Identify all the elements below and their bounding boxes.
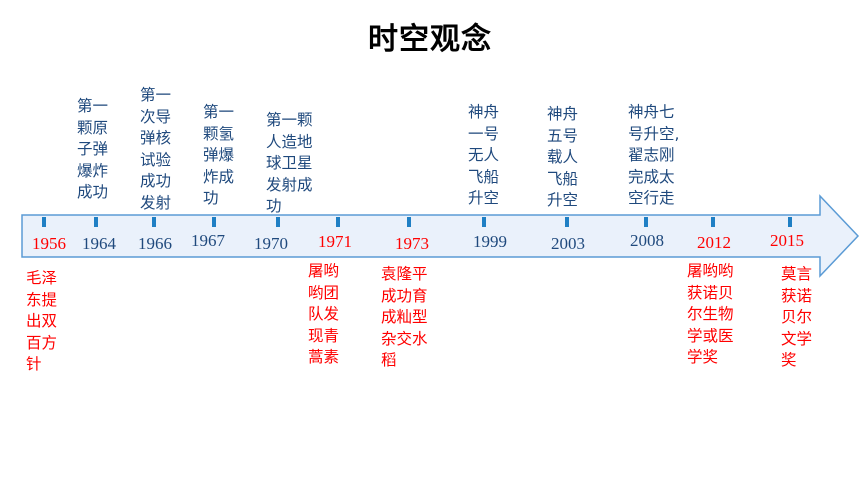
event-note-1964: 第一 颗原 子弹 爆炸 成功: [77, 97, 109, 201]
page-title: 时空观念: [368, 22, 492, 57]
year-label-1999: 1999: [473, 232, 507, 251]
year-label-2008: 2008: [630, 231, 664, 250]
tick-mark-1971: [336, 217, 340, 227]
tick-mark-2015: [788, 217, 792, 227]
event-note-2015: 莫言 获诺 贝尔 文学 奖: [781, 265, 813, 369]
event-note-1967: 第一 颗氢 弹爆 炸成 功: [203, 103, 235, 207]
year-label-1966: 1966: [138, 234, 172, 253]
event-note-2012: 屠哟哟 获诺贝 尔生物 学或医 学奖: [687, 262, 734, 366]
tick-mark-2012: [711, 217, 715, 227]
tick-mark-1967: [212, 217, 216, 227]
event-note-1971: 屠哟 哟团 队发 现青 蒿素: [308, 262, 340, 366]
event-note-1970: 第一颗 人造地 球卫星 发射成 功: [266, 111, 313, 215]
year-label-1973: 1973: [395, 234, 429, 253]
year-label-1970: 1970: [254, 234, 288, 253]
year-label-1964: 1964: [82, 234, 116, 253]
tick-mark-1964: [94, 217, 98, 227]
tick-mark-1973: [407, 217, 411, 227]
tick-mark-1966: [152, 217, 156, 227]
event-note-1956: 毛泽 东提 出双 百方 针: [26, 269, 58, 373]
timeline-arrow: [21, 194, 860, 278]
tick-mark-2008: [644, 217, 648, 227]
event-note-2008: 神舟七 号升空, 翟志刚 完成太 空行走: [628, 103, 680, 207]
year-label-1971: 1971: [318, 232, 352, 251]
year-label-2015: 2015: [770, 231, 804, 250]
event-note-1999: 神舟 一号 无人 飞船 升空: [468, 103, 500, 207]
year-label-2003: 2003: [551, 234, 585, 253]
event-note-1973: 袁隆平 成功育 成籼型 杂交水 稻: [381, 265, 428, 369]
year-label-1967: 1967: [191, 231, 225, 250]
tick-mark-2003: [565, 217, 569, 227]
year-label-2012: 2012: [697, 233, 731, 252]
tick-mark-1999: [482, 217, 486, 227]
tick-mark-1956: [42, 217, 46, 227]
event-note-1966: 第一 次导 弹核 试验 成功 发射: [140, 86, 172, 212]
tick-mark-1970: [276, 217, 280, 227]
year-label-1956: 1956: [32, 234, 66, 253]
event-note-2003: 神舟 五号 载人 飞船 升空: [547, 105, 579, 209]
